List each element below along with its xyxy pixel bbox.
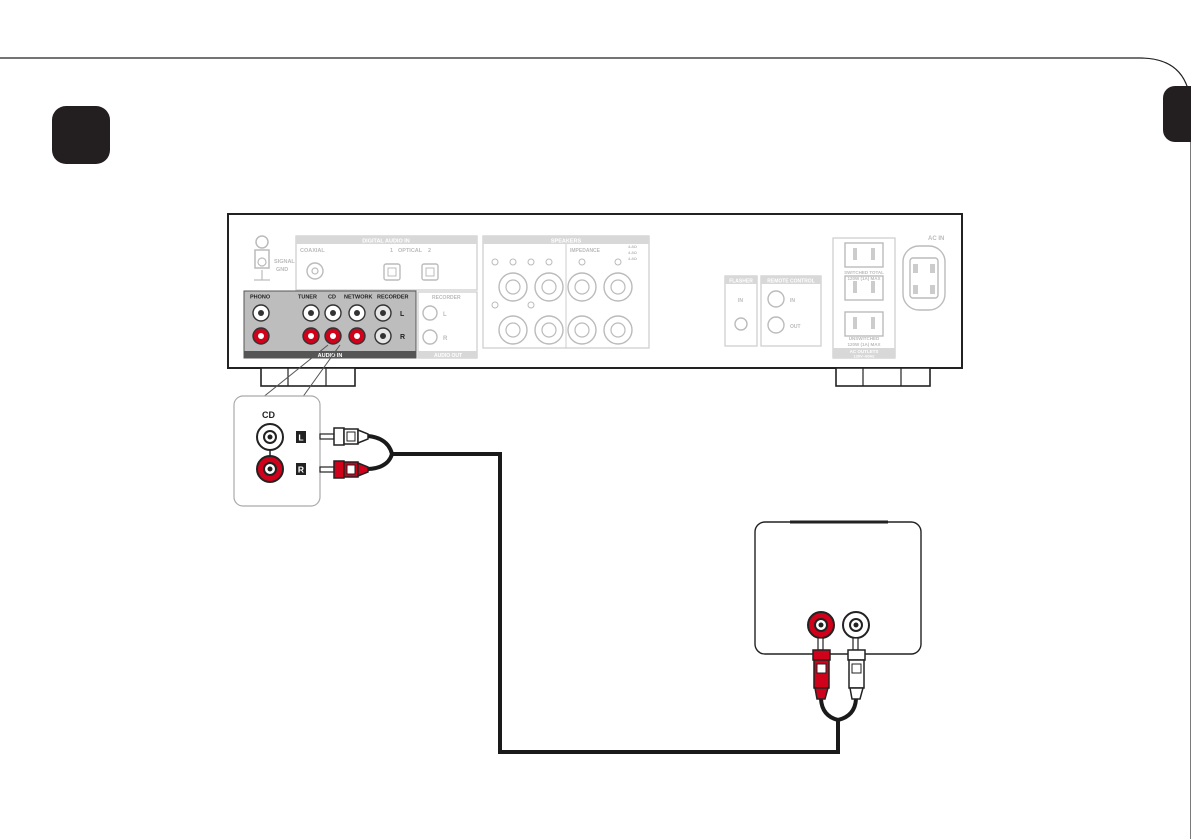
- input-label-tuner: TUNER: [298, 295, 317, 301]
- callout-title: CD: [262, 410, 275, 420]
- amplifier-rear-panel: SIGNAL GND DIGITAL AUDIO IN COAXIAL OPTI…: [228, 214, 962, 386]
- audio-in-channel-l: L: [400, 311, 405, 318]
- flasher-in-label: IN: [738, 298, 743, 304]
- page-border-line: [0, 58, 1191, 839]
- audio-out-l: L: [443, 312, 447, 318]
- ac-outlets-label-2: 120V~60Hz: [853, 354, 874, 359]
- optical-2-label: 2: [428, 248, 431, 254]
- cd-zoom-callout: CD L R: [234, 396, 320, 506]
- ground-label-1: SIGNAL: [274, 259, 295, 265]
- coaxial-label: COAXIAL: [300, 248, 325, 254]
- input-label-cd: CD: [328, 295, 336, 301]
- impedance-value-3: 4-8Ω: [628, 256, 638, 261]
- foot-left: [261, 368, 355, 386]
- input-label-network: NETWORK: [344, 295, 372, 301]
- remote-in-label: IN: [790, 298, 795, 304]
- unswitched-line-2: 120W (1A) MAX: [847, 342, 880, 347]
- rca-plug-red-amp: [320, 461, 368, 478]
- step-badge: [52, 106, 110, 164]
- callout-channel-r: R: [298, 465, 304, 475]
- remote-out-label: OUT: [790, 324, 801, 330]
- input-label-recorder: RECORDER: [377, 295, 409, 301]
- cd-player-device: [755, 522, 921, 654]
- optical-label: OPTICAL: [398, 248, 423, 254]
- ground-label-2: GND: [276, 267, 288, 273]
- impedance-value-1: 4-8Ω: [628, 244, 638, 249]
- input-label-phono: PHONO: [250, 295, 271, 301]
- callout-channel-l: L: [298, 433, 303, 443]
- switched-line-2: 120W (1A) MAX: [847, 276, 880, 281]
- audio-in-section: AUDIO IN PHONO TUNER CD NETWORK RECORDER: [244, 291, 416, 359]
- side-tab-badge: [1163, 86, 1191, 142]
- impedance-label: IMPEDANCE: [570, 248, 601, 254]
- foot-right: [836, 368, 930, 386]
- audio-out-label: AUDIO OUT: [434, 353, 462, 359]
- rca-plug-white-amp: [320, 428, 368, 445]
- impedance-value-2: 4-8Ω: [628, 250, 638, 255]
- optical-1-label: 1: [390, 248, 393, 254]
- audio-out-r: R: [443, 336, 448, 342]
- flasher-header: FLASHER: [729, 279, 753, 285]
- audio-in-channel-r: R: [400, 334, 405, 341]
- speakers-header: SPEAKERS: [551, 239, 582, 245]
- remote-header: REMOTE CONTROL: [767, 279, 815, 285]
- unswitched-line-1: UNSWITCHED: [849, 336, 880, 341]
- switched-line-1: SWITCHED TOTAL: [844, 270, 884, 275]
- digital-in-header: DIGITAL AUDIO IN: [362, 239, 410, 245]
- recorder-out-label: RECORDER: [432, 295, 461, 301]
- ac-in-label: AC IN: [928, 236, 944, 242]
